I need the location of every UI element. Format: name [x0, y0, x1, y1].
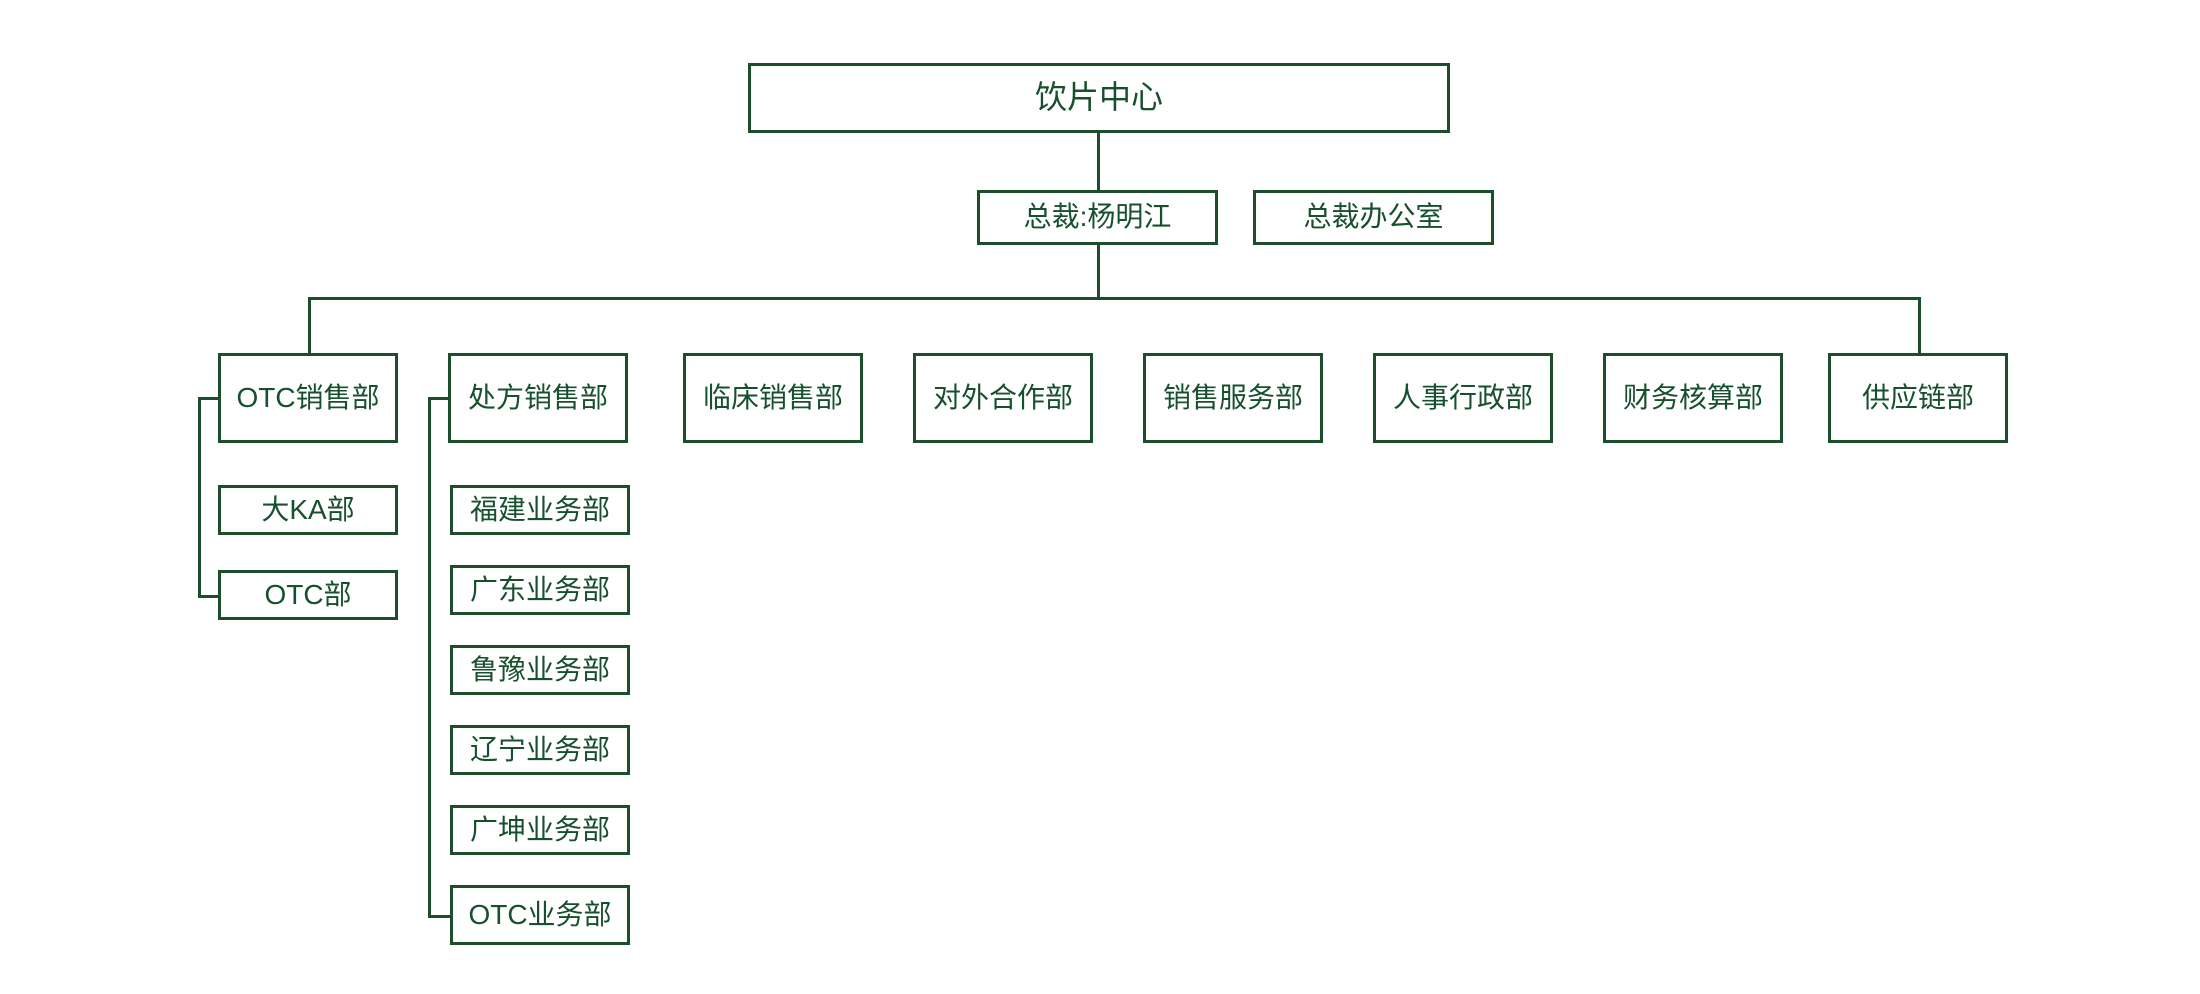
org-node-sub-fujian[interactable]: 福建业务部 [450, 485, 630, 535]
connector-bus-to-dept-1 [308, 297, 311, 353]
org-node-dept-sales-service[interactable]: 销售服务部 [1143, 353, 1323, 443]
org-node-sub-big-ka[interactable]: 大KA部 [218, 485, 398, 535]
org-node-dept-supply-chain[interactable]: 供应链部 [1828, 353, 2008, 443]
org-node-dept-clinical-sales[interactable]: 临床销售部 [683, 353, 863, 443]
connector-rx-parent-stub [428, 397, 450, 400]
org-node-dept-hr-admin[interactable]: 人事行政部 [1373, 353, 1553, 443]
org-node-sub-otc-business[interactable]: OTC业务部 [450, 885, 630, 945]
org-node-dept-prescription-sales[interactable]: 处方销售部 [448, 353, 628, 443]
org-node-dept-otc-sales[interactable]: OTC销售部 [218, 353, 398, 443]
connector-root-to-ceo [1097, 133, 1100, 190]
org-node-sub-guangdong[interactable]: 广东业务部 [450, 565, 630, 615]
org-node-dept-finance-accounting[interactable]: 财务核算部 [1603, 353, 1783, 443]
org-node-ceo-office[interactable]: 总裁办公室 [1253, 190, 1494, 245]
org-node-sub-liaoning[interactable]: 辽宁业务部 [450, 725, 630, 775]
connector-otc-spine [198, 397, 201, 598]
connector-otc-last-child-stub [198, 595, 220, 598]
connector-department-bus [308, 297, 1921, 300]
connector-ceo-to-bus [1097, 245, 1100, 300]
org-node-sub-otc[interactable]: OTC部 [218, 570, 398, 620]
org-node-root[interactable]: 饮片中心 [748, 63, 1450, 133]
connector-bus-to-dept-8 [1918, 297, 1921, 353]
org-node-sub-guangkun[interactable]: 广坤业务部 [450, 805, 630, 855]
org-node-ceo[interactable]: 总裁:杨明江 [977, 190, 1218, 245]
connector-otc-parent-stub [198, 397, 220, 400]
connector-rx-last-child-stub [428, 915, 450, 918]
connector-rx-spine [428, 397, 431, 918]
org-node-sub-luyu[interactable]: 鲁豫业务部 [450, 645, 630, 695]
org-node-dept-external-cooperation[interactable]: 对外合作部 [913, 353, 1093, 443]
